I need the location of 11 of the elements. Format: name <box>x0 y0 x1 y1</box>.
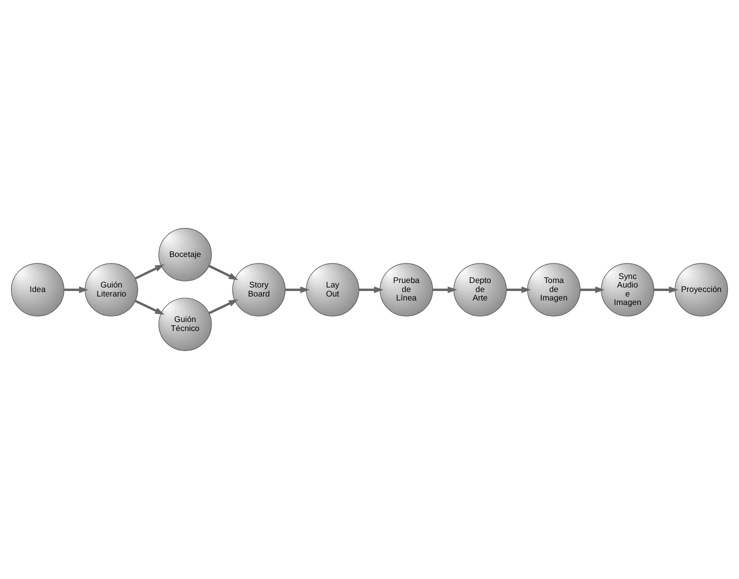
arrow <box>134 264 164 280</box>
arrow <box>432 286 458 294</box>
arrow <box>208 264 238 280</box>
arrow <box>506 286 531 294</box>
arrow <box>134 300 164 315</box>
arrow <box>64 286 88 294</box>
arrow <box>285 286 310 294</box>
arrow <box>654 286 678 294</box>
arrow <box>580 286 605 294</box>
arrow <box>359 286 384 294</box>
arrow <box>208 299 238 314</box>
